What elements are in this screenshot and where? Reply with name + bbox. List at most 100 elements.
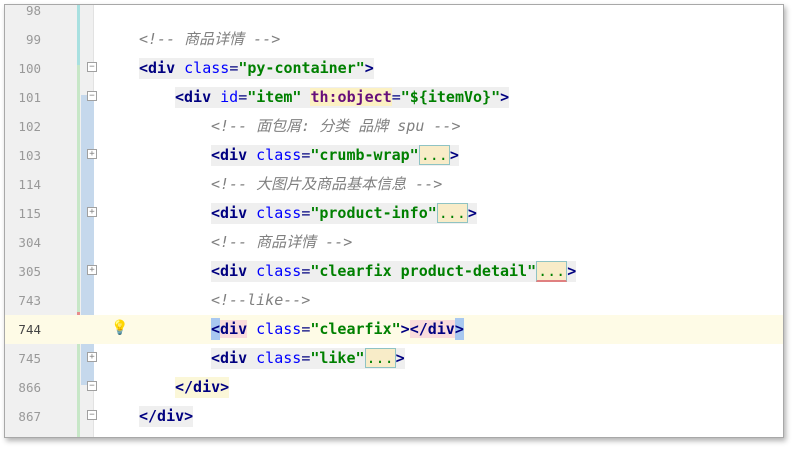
code-line[interactable]: 304 <!-- 商品详情 --> bbox=[5, 228, 783, 257]
code-line[interactable]: 743 <!--like--> bbox=[5, 286, 783, 315]
tag-name: div bbox=[220, 262, 248, 280]
code-line[interactable]: 866 − </div> bbox=[5, 373, 783, 402]
code-text: <div class="clearfix product-detail"...> bbox=[211, 261, 577, 282]
attr-value: "product-info" bbox=[310, 204, 437, 222]
attr-name: class bbox=[256, 204, 302, 222]
attr-name: id bbox=[220, 88, 239, 106]
folded-placeholder[interactable]: ... bbox=[364, 348, 396, 368]
attr-name: class bbox=[256, 146, 302, 164]
code-line-current[interactable]: 744 💡 <div class="clearfix"></div> bbox=[5, 315, 783, 344]
attr-value: "clearfix product-detail" bbox=[310, 262, 537, 280]
code-line[interactable]: 867 − </div> bbox=[5, 402, 783, 431]
fold-region-bar bbox=[81, 95, 94, 385]
attr-value: "clearfix" bbox=[310, 320, 401, 338]
attr-name: class bbox=[256, 320, 302, 338]
attr-name: class bbox=[256, 262, 302, 280]
code-editor[interactable]: 98 99 <!-- 商品详情 --> 100 − <div class="py… bbox=[4, 4, 784, 438]
fold-end-icon[interactable]: − bbox=[87, 381, 97, 391]
tag-close: > bbox=[220, 378, 230, 396]
code-text: <div class="like"...> bbox=[211, 348, 405, 369]
tag-close: > bbox=[395, 349, 405, 367]
code-text: <div class="crumb-wrap"...> bbox=[211, 145, 459, 166]
folded-placeholder[interactable]: ... bbox=[436, 203, 468, 223]
code-line[interactable]: 99 <!-- 商品详情 --> bbox=[5, 25, 783, 54]
line-number: 744 bbox=[18, 322, 41, 337]
line-number: 100 bbox=[18, 61, 41, 76]
tag-open: < bbox=[211, 204, 221, 222]
fold-collapse-icon[interactable]: − bbox=[87, 62, 97, 72]
tag-open: < bbox=[211, 349, 221, 367]
tag-close: > bbox=[467, 204, 477, 222]
tag-close: > bbox=[364, 59, 374, 77]
code-text: <div class="py-container"> bbox=[139, 58, 374, 79]
fold-expand-icon[interactable]: + bbox=[87, 352, 97, 362]
code-text: <!--like--> bbox=[211, 290, 310, 311]
fold-collapse-icon[interactable]: − bbox=[87, 91, 97, 101]
line-number: 305 bbox=[18, 264, 41, 279]
tag-open: < bbox=[175, 88, 185, 106]
fold-expand-icon[interactable]: + bbox=[87, 207, 97, 217]
attr-value: "item" bbox=[247, 88, 302, 106]
comment: <!-- 商品详情 --> bbox=[139, 30, 281, 48]
code-text: <div class="product-info"...> bbox=[211, 203, 477, 224]
tag-open: < bbox=[211, 146, 221, 164]
end-tag: </div bbox=[409, 320, 455, 338]
code-text: <!-- 大图片及商品基本信息 --> bbox=[211, 174, 442, 195]
line-number: 102 bbox=[18, 119, 41, 134]
line-number: 115 bbox=[18, 206, 41, 221]
thymeleaf-attr: th:object bbox=[310, 88, 392, 106]
folded-placeholder[interactable]: ... bbox=[536, 261, 568, 282]
vcs-change-strip bbox=[77, 5, 80, 437]
comment: <!-- 商品详情 --> bbox=[211, 233, 353, 251]
fold-end-icon[interactable]: − bbox=[87, 410, 97, 420]
code-text: <!-- 商品详情 --> bbox=[139, 29, 280, 50]
line-number: 304 bbox=[18, 235, 41, 250]
line-number: 101 bbox=[18, 90, 41, 105]
code-text: <!-- 商品详情 --> bbox=[211, 232, 352, 253]
attr-value: "py-container" bbox=[238, 59, 365, 77]
code-line[interactable]: 114 <!-- 大图片及商品基本信息 --> bbox=[5, 170, 783, 199]
code-line[interactable]: 100 − <div class="py-container"> bbox=[5, 54, 783, 83]
lightbulb-icon[interactable]: 💡 bbox=[111, 320, 129, 336]
line-number: 98 bbox=[25, 4, 41, 18]
code-line[interactable]: 745 + <div class="like"...> bbox=[5, 344, 783, 373]
tag-name: div bbox=[220, 146, 248, 164]
code-text: </div> bbox=[175, 377, 230, 398]
attr-name: class bbox=[184, 59, 230, 77]
tag-close: > bbox=[500, 88, 510, 106]
attr-value: "crumb-wrap" bbox=[310, 146, 419, 164]
tag-close: > bbox=[449, 146, 459, 164]
code-text: <div class="clearfix"></div> bbox=[211, 318, 464, 340]
tag-open: < bbox=[211, 318, 221, 340]
vcs-modified-strip bbox=[77, 5, 80, 65]
code-line[interactable]: 305 + <div class="clearfix product-detai… bbox=[5, 257, 783, 286]
code-text: <!-- 面包屑: 分类 品牌 spu --> bbox=[211, 116, 461, 137]
tag-close: > bbox=[567, 262, 577, 280]
code-line[interactable]: 101 − <div id="item" th:object="${itemVo… bbox=[5, 83, 783, 112]
line-number: 867 bbox=[18, 409, 41, 424]
fold-expand-icon[interactable]: + bbox=[87, 265, 97, 275]
end-tag: </div bbox=[175, 378, 221, 396]
folded-placeholder[interactable]: ... bbox=[418, 145, 450, 165]
tag-close: > bbox=[400, 320, 410, 338]
code-line[interactable]: 115 + <div class="product-info"...> bbox=[5, 199, 783, 228]
code-text: <div id="item" th:object="${itemVo}"> bbox=[175, 87, 510, 108]
fold-expand-icon[interactable]: + bbox=[87, 149, 97, 159]
line-number: 743 bbox=[18, 293, 41, 308]
comment: <!-- 大图片及商品基本信息 --> bbox=[211, 175, 443, 193]
tag-name: div bbox=[220, 204, 248, 222]
attr-name: class bbox=[256, 349, 302, 367]
code-lines: 98 99 <!-- 商品详情 --> 100 − <div class="py… bbox=[5, 4, 783, 431]
code-line[interactable]: 102 <!-- 面包屑: 分类 品牌 spu --> bbox=[5, 112, 783, 141]
line-number: 866 bbox=[18, 380, 41, 395]
code-line[interactable]: 103 + <div class="crumb-wrap"...> bbox=[5, 141, 783, 170]
tag-close: > bbox=[184, 407, 194, 425]
code-line[interactable]: 98 bbox=[5, 4, 783, 25]
line-number: 745 bbox=[18, 351, 41, 366]
attr-value: "${itemVo}" bbox=[400, 88, 501, 106]
tag-open: < bbox=[139, 59, 149, 77]
attr-value: "like" bbox=[310, 349, 365, 367]
tag-name: div bbox=[220, 349, 248, 367]
tag-close: > bbox=[454, 318, 464, 340]
line-number: 103 bbox=[18, 148, 41, 163]
